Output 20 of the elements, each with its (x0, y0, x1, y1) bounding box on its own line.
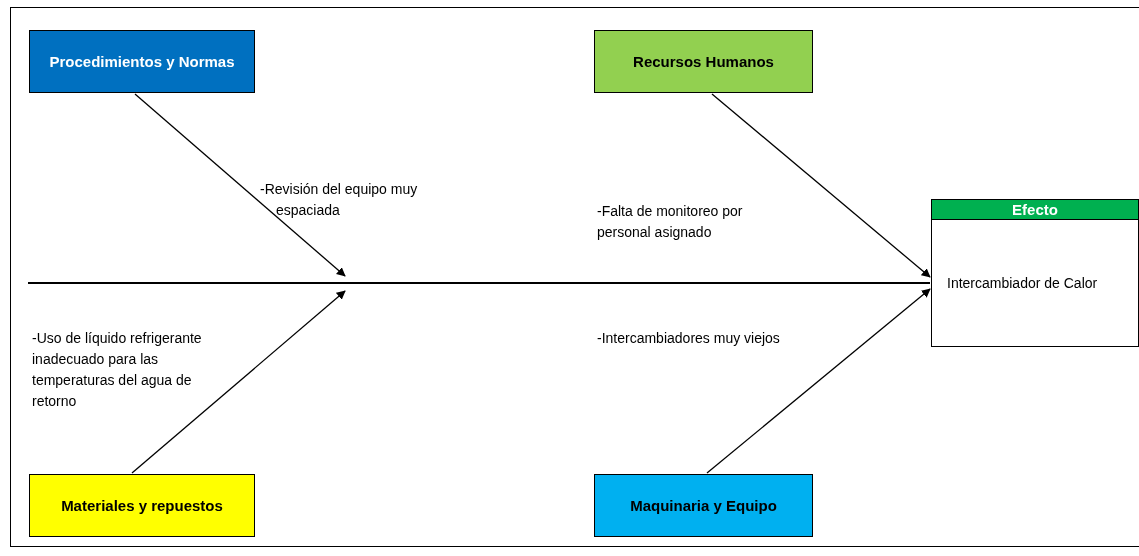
category-box (594, 474, 813, 537)
effect-header: Efecto (932, 200, 1138, 220)
spine-line (27, 282, 931, 284)
effect-box (931, 199, 1139, 347)
cause-text: -Revisión del equipo muy espaciada (260, 180, 419, 220)
arrow (134, 93, 346, 277)
cause-text: -Intercambiadores muy viejos (597, 329, 781, 348)
category-title: Maquinaria y Equipo (630, 496, 777, 516)
effect-text: Intercambiador de Calor (947, 273, 1098, 293)
category-title: Procedimientos y Normas (49, 52, 235, 72)
cause-text: -Falta de monitoreo por personal asignado (597, 202, 744, 242)
category-box (29, 30, 255, 93)
arrow (706, 288, 931, 474)
category-box (29, 474, 255, 537)
category-title: Recursos Humanos (633, 52, 774, 72)
category-box (594, 30, 813, 93)
category-title: Materiales y repuestos (61, 496, 223, 516)
cause-text: -Uso de líquido refrigerante inadecuado para las temperaturas del agua de retorno (32, 329, 203, 411)
arrow (711, 93, 931, 278)
arrow (131, 290, 346, 474)
